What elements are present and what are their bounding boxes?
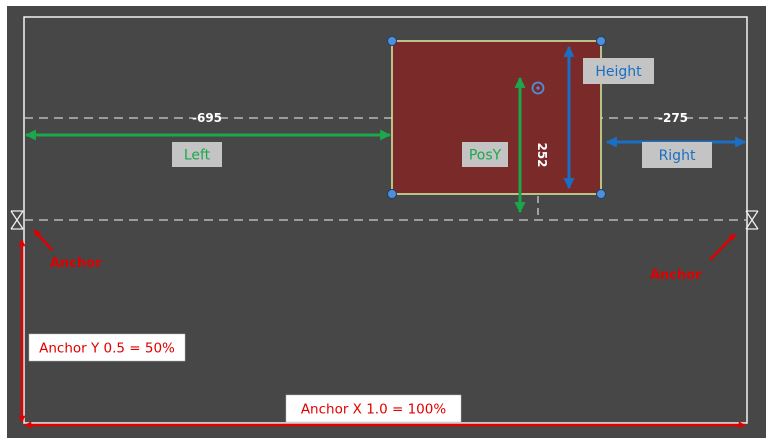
anchor-right-pointer-arrow [709, 233, 736, 261]
anchor-right-label: Anchor [650, 268, 702, 283]
left-value-backdrop [193, 110, 221, 126]
anchor-left-bowtie-icon[interactable] [10, 210, 24, 230]
resize-handle-top-left-icon[interactable] [387, 36, 397, 46]
pivot-circle-icon[interactable] [531, 81, 545, 95]
anchor-x-label: Anchor X 1.0 = 100% [301, 402, 447, 418]
anchor-y-label-box [28, 333, 186, 362]
height-label-box [583, 58, 654, 84]
right-value-backdrop [659, 110, 687, 126]
right-label: Right [659, 148, 696, 164]
anchor-left-pointer-arrow [33, 229, 53, 251]
resize-handle-bottom-left-icon[interactable] [387, 189, 397, 199]
anchor-left-label: Anchor [50, 256, 102, 271]
anchor-right-bowtie-icon[interactable] [745, 210, 759, 230]
pos-y-label-box [462, 142, 508, 167]
resize-handle-top-right-icon[interactable] [596, 36, 606, 46]
right-offset-value: -275 [658, 111, 688, 125]
right-label-box [642, 142, 712, 168]
height-value: 252 [535, 142, 549, 167]
left-label-box [172, 142, 222, 167]
height-label: Height [595, 64, 642, 80]
anchor-y-label: Anchor Y 0.5 = 50% [39, 341, 175, 357]
left-offset-value: -695 [192, 111, 222, 125]
pos-y-label: PosY [469, 148, 502, 164]
anchor-x-label-box [285, 394, 462, 423]
resize-handle-bottom-right-icon[interactable] [596, 189, 606, 199]
left-label: Left [184, 148, 211, 164]
